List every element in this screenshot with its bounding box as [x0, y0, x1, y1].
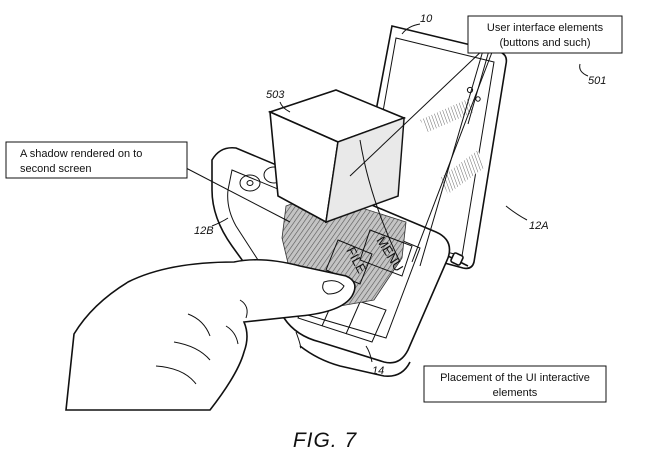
- callout-shadow: A shadow rendered on to second screen: [5, 141, 188, 179]
- hovering-cube: [267, 89, 407, 224]
- callout-ui-elements-line-1: User interface elements: [487, 22, 604, 34]
- lower-screen-button-1[interactable]: [239, 174, 261, 192]
- ref-ui-elements: 501: [588, 75, 606, 87]
- camera-dot-icon: [466, 86, 474, 94]
- figure-label: FIG. 7: [293, 429, 358, 452]
- lower-screen-button-1-inner: [246, 180, 254, 186]
- camera-dot-icon: [475, 96, 481, 102]
- callout-placement: Placement of the UI interactive elements: [423, 365, 607, 403]
- ref-device: 10: [420, 13, 433, 25]
- screen-glare-upper: [420, 98, 474, 132]
- callout-placement-line-2: elements: [493, 387, 538, 399]
- ref-upper-screen: 12A: [529, 220, 549, 232]
- upper-display-panel: [351, 25, 508, 270]
- ref-touch-region: 14: [372, 365, 384, 377]
- callout-placement-line-1: Placement of the UI interactive: [440, 372, 590, 384]
- screen-glare-lower: [440, 150, 484, 194]
- callout-shadow-line-2: second screen: [20, 163, 92, 175]
- callout-shadow-line-1: A shadow rendered on to: [20, 148, 142, 160]
- ref-lower-screen: 12B: [194, 225, 214, 237]
- ref-cube: 503: [266, 89, 285, 101]
- callout-ui-elements-line-2: (buttons and such): [499, 37, 590, 49]
- callout-ui-elements: User interface elements (buttons and suc…: [467, 15, 623, 54]
- leader-lines: [185, 23, 589, 363]
- pointing-hand: [65, 258, 356, 411]
